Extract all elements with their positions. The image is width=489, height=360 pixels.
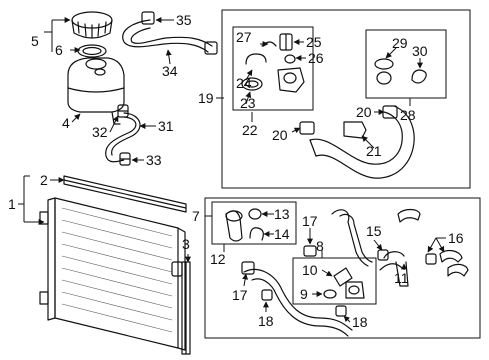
small-hose-31 — [105, 112, 141, 163]
item-23-oring — [241, 77, 263, 91]
item-30-clip — [411, 69, 427, 84]
tank-cap — [71, 11, 113, 39]
callout-33: 33 — [146, 152, 162, 168]
callout-32: 32 — [92, 124, 108, 140]
item-25-flange — [279, 33, 293, 51]
callout-6: 6 — [55, 42, 63, 58]
callout-7: 7 — [192, 208, 200, 224]
callout-23: 23 — [240, 95, 256, 111]
item-14-clip — [249, 227, 264, 241]
item-20-clamps — [299, 105, 398, 135]
callout-13: 13 — [274, 206, 290, 222]
item-lower-hose — [243, 268, 353, 337]
box-items-13-14 — [211, 201, 297, 245]
clamp-32 — [117, 104, 129, 118]
callout-35: 35 — [176, 12, 192, 28]
clamp-33 — [119, 152, 131, 166]
callout-9: 9 — [300, 286, 308, 302]
callout-19: 19 — [198, 90, 214, 106]
item-10-connector — [333, 267, 353, 287]
callout-2: 2 — [40, 172, 48, 188]
side-seal-strip — [181, 261, 191, 355]
callout-27: 27 — [236, 29, 252, 45]
item-12-hose-end — [225, 210, 243, 242]
box-items-29-30 — [365, 29, 447, 99]
callout-8: 8 — [316, 238, 324, 254]
callout-25: 25 — [306, 34, 322, 50]
callout-16: 16 — [448, 230, 464, 246]
item-21-bracket — [343, 121, 367, 139]
callout-34: 34 — [162, 63, 178, 79]
item-9-oring — [323, 289, 337, 299]
box-items-9-10 — [292, 257, 377, 305]
leader-lines — [18, 17, 446, 323]
item-8-fitting — [345, 281, 365, 299]
expansion-tank — [67, 57, 125, 125]
item-11-pipe — [395, 261, 409, 287]
callout-20-right: 20 — [356, 104, 372, 120]
item-15-hose — [379, 251, 405, 271]
upper-seal-strip — [63, 175, 187, 213]
clamp-35 — [141, 11, 218, 55]
hose-34 — [122, 19, 213, 53]
callout-20-left: 20 — [272, 127, 288, 143]
item-17-upper-clamp — [303, 245, 317, 257]
callout-24: 24 — [236, 75, 252, 91]
callout-18-right: 18 — [352, 314, 368, 330]
callout-29: 29 — [392, 35, 408, 51]
callout-17-lower: 17 — [232, 287, 248, 303]
callout-26: 26 — [308, 50, 324, 66]
item-24-clip — [245, 53, 267, 65]
callout-30: 30 — [412, 43, 428, 59]
callout-28: 28 — [400, 107, 416, 123]
callout-1: 1 — [8, 196, 16, 212]
item-22-connector — [277, 67, 305, 93]
item-13-ring — [248, 208, 262, 220]
callout-4: 4 — [62, 115, 70, 131]
callout-22: 22 — [242, 122, 258, 138]
radiator — [39, 197, 186, 351]
item-16-hoses — [377, 208, 469, 277]
callout-11: 11 — [394, 270, 409, 286]
callout-3: 3 — [182, 236, 190, 252]
item-29-seal — [374, 58, 394, 85]
lower-right-group-box — [204, 197, 481, 339]
callout-17-upper: 17 — [302, 213, 318, 229]
item-18-clamps — [261, 289, 347, 317]
item-pipe-lower — [331, 209, 373, 267]
callout-15: 15 — [366, 223, 382, 239]
callout-10: 10 — [302, 262, 318, 278]
callout-21: 21 — [366, 143, 382, 159]
box-items-23-27 — [232, 26, 314, 111]
item-26-oring — [284, 54, 296, 64]
callout-18-left: 18 — [258, 313, 274, 329]
callout-5: 5 — [31, 33, 39, 49]
callout-31: 31 — [158, 118, 174, 134]
item-21-hose — [309, 105, 415, 179]
cap-seal — [77, 44, 107, 58]
callout-14: 14 — [274, 226, 290, 242]
callout-12: 12 — [210, 251, 226, 267]
upper-right-group-box — [221, 9, 471, 189]
